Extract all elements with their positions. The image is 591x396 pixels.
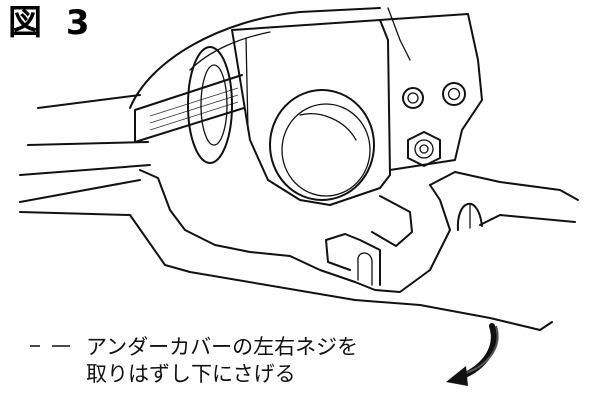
- figure-label: 図 3: [8, 3, 96, 43]
- small-hole-right: [442, 82, 466, 106]
- bracket-edge: [245, 37, 249, 131]
- caption-line-2: 取りはずし下にさげる: [86, 362, 296, 386]
- hex-screw: [407, 131, 441, 167]
- center-hole: [269, 89, 375, 201]
- hub-disc: [187, 46, 233, 164]
- frame-lines: [19, 94, 151, 203]
- bracket-block: [231, 19, 391, 206]
- upper-plate: [379, 7, 483, 171]
- caption-line-1: アンダーカバーの左右ネジを: [86, 335, 359, 359]
- cover-clip: [325, 195, 413, 286]
- housing-arc: [129, 7, 381, 109]
- under-cover: [19, 169, 579, 331]
- curved-arrow-icon: [446, 323, 499, 386]
- caption: アンダーカバーの左右ネジを 取りはずし下にさげる: [86, 334, 358, 388]
- housing-groove: [189, 31, 271, 71]
- small-hole-left: [402, 87, 424, 109]
